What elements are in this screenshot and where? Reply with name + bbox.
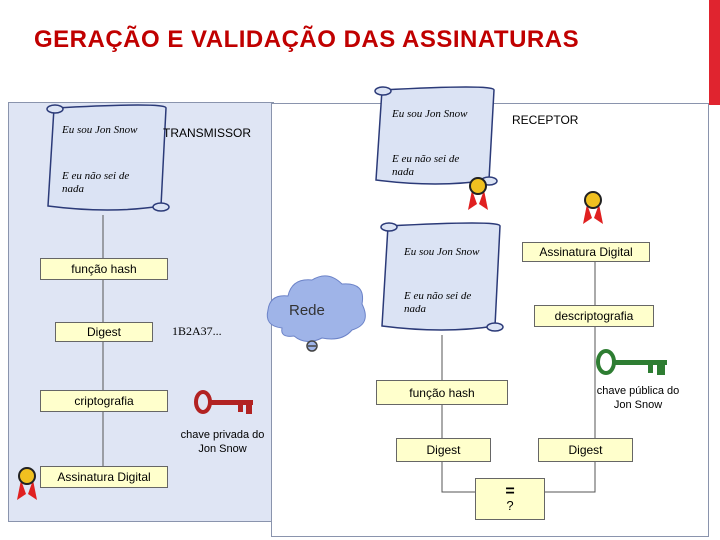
question-mark: ? [506,498,514,513]
sender-seal-icon [17,467,37,500]
network-label: Rede [289,302,325,319]
receiver-hash-box: função hash [376,380,508,405]
receiver-message-line2: E eu não sei de nada [392,153,460,178]
sender-message-line2: E eu não sei de nada [62,170,130,195]
sender-message-scroll [46,104,170,212]
receiver-seal-icon-2 [583,191,603,224]
received-message-line1: Eu sou Jon Snow [404,246,480,258]
private-key-label: chave privada do Jon Snow [180,429,265,455]
received-message-line2: E eu não sei de nada [404,290,472,315]
receiver-heading: RECEPTOR [512,113,579,127]
equals-symbol: = [505,483,515,500]
sender-encrypt-box: criptografia [40,390,168,412]
sender-message-line1: Eu sou Jon Snow [62,124,138,136]
sender-signature-box: Assinatura Digital [40,466,168,488]
receiver-message-scroll [374,86,498,186]
received-message-scroll [380,222,504,332]
digest-value: 1B2A37... [172,324,222,338]
sender-digest-box: Digest [55,322,153,342]
page-title: GERAÇÃO E VALIDAÇÃO DAS ASSINATURAS [34,26,580,53]
sender-hash-box: função hash [40,258,168,280]
sender-heading: TRANSMISSOR [163,126,252,140]
receiver-decrypt-box: descriptografia [534,305,654,327]
network-cloud [266,275,366,352]
accent-bar [709,0,720,105]
receiver-signature-box: Assinatura Digital [522,242,650,262]
receiver-seal-icon-1 [468,177,488,210]
comparison-box: = ? [475,478,545,520]
receiver-digest-right-box: Digest [538,438,633,462]
private-key-icon [194,390,253,414]
receiver-digest-left-box: Digest [396,438,491,462]
public-key-icon [596,349,667,375]
public-key-label: chave pública do Jon Snow [596,385,680,411]
receiver-message-line1: Eu sou Jon Snow [392,108,468,120]
